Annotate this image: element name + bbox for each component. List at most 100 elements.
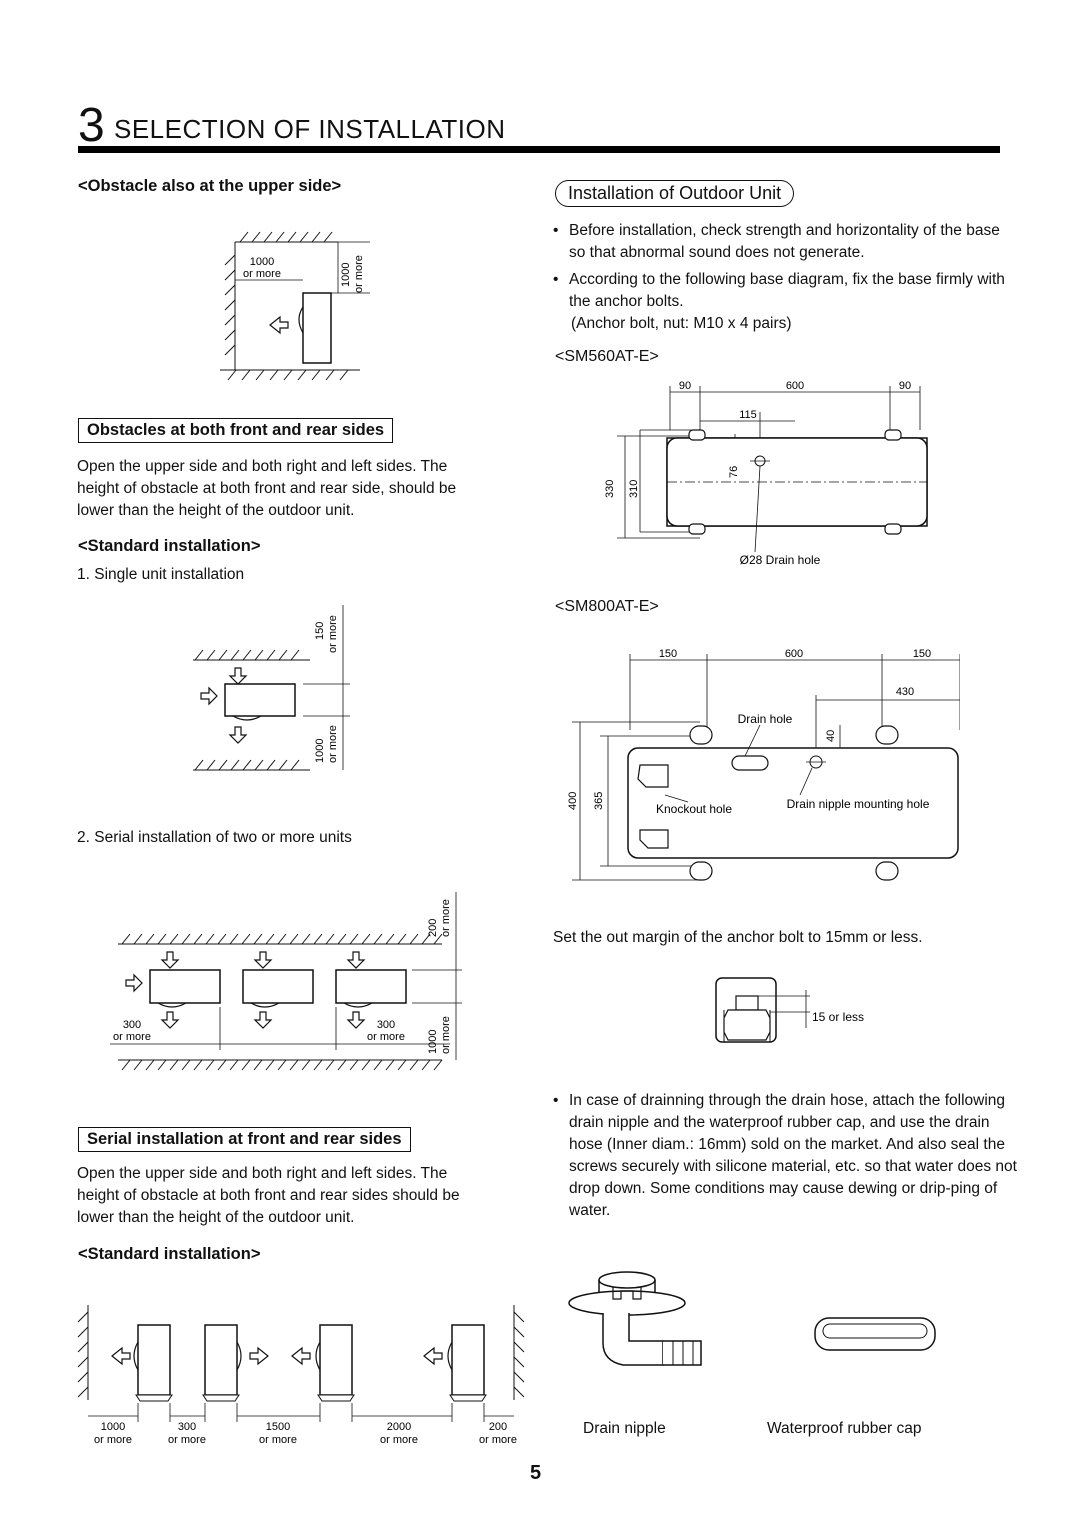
hatch-mark [157,933,167,945]
hatch-mark [397,933,407,945]
nipple-hole-label: Drain nipple mounting hole [787,797,930,811]
margin-text: Set the out margin of the anchor bolt to… [553,929,923,946]
dim-600-800: 600 [785,648,803,660]
dim-76: 76 [728,466,740,478]
hatch-mark [349,1059,359,1071]
hatch-mark [373,933,383,945]
section-title: SELECTION OF INSTALLATION [114,114,506,144]
dim-300-left-sub: or more [113,1031,151,1043]
hatch-mark [301,933,311,945]
hatch-mark [421,1059,431,1071]
hatch-mark [397,1059,407,1071]
hatch-mark [289,1059,299,1071]
bullet-anchor: •According to the following base diagram… [553,271,1005,310]
figure-sm560-base: 90 600 90 115 76 330 310 Ø28 Drain hole [604,380,928,567]
hatch-mark [409,1059,419,1071]
dim-90-right: 90 [899,380,911,392]
hatch-mark [361,1059,371,1071]
hatch-mark [349,933,359,945]
hatch-mark [181,933,191,945]
heading-standard-1: <Standard installation> [78,537,261,555]
hatch-mark [385,933,395,945]
caption-drain-nipple: Drain nipple [583,1420,666,1437]
hatch-mark [169,1059,179,1071]
hatch-mark [361,933,371,945]
margin-label: 15 or less [812,1010,864,1024]
hatch-mark [421,933,431,945]
hatch-mark [265,933,275,945]
dim-90-left: 90 [679,380,691,392]
hatch-mark [121,933,131,945]
hatch-mark [325,933,335,945]
hatch-mark [217,1059,227,1071]
figure-serial-front-rear: 1000 or more 300 or more 1500 or more 20… [77,1305,525,1446]
hatch-mark [409,933,419,945]
figure-serial-units: 300 or more 300 or more 200 or more 1000… [110,892,462,1071]
hatch-mark [289,933,299,945]
dim-top-sub: or more [353,255,365,293]
hatch-mark [337,933,347,945]
bullet-dot: • [553,1092,559,1109]
dim-1000: 1000 [314,739,326,763]
dim-1000-serial: 1000 [427,1030,439,1054]
hatch-mark [325,1059,335,1071]
hatch-mark [121,1059,131,1071]
dim-top: 1000 [340,263,352,287]
heading-front-rear: Obstacles at both front and rear sides [78,418,394,443]
hatch-mark [169,933,179,945]
hatch-mark [229,1059,239,1071]
hatch-mark [313,1059,323,1071]
page-number: 5 [530,1462,542,1484]
figure-drain-nipple [568,1271,702,1366]
knockout-hole-label: Knockout hole [656,802,732,816]
dim-side: 1000 [250,256,274,268]
hatch-mark [205,1059,215,1071]
dim-2000-sfr-sub: or more [380,1434,418,1446]
bullet-drain: •In case of drainning through the drain … [553,1092,1017,1219]
dim-310: 310 [628,480,640,498]
hatch-mark [133,1059,143,1071]
hatch-mark [313,933,323,945]
heading-serial-front-rear: Serial installation at front and rear si… [78,1127,411,1152]
dim-2000-sfr: 2000 [387,1421,411,1433]
anchor-note: (Anchor bolt, nut: M10 x 4 pairs) [571,315,792,332]
bullet-dot: • [553,271,559,288]
bullet-strength: •Before installation, check strength and… [553,222,1000,261]
hatch-mark [145,1059,155,1071]
section-number: 3 [78,99,105,152]
dim-400: 400 [567,792,579,810]
hatch-mark [133,933,143,945]
dim-1000-sfr-sub: or more [94,1434,132,1446]
figure-single-unit: 150 or more 1000 or more [193,605,350,771]
dim-300-left: 300 [123,1019,141,1031]
hatch-mark [253,1059,263,1071]
dim-200-sfr: 200 [489,1421,507,1433]
dim-430: 430 [896,686,914,698]
hatch-mark [373,1059,383,1071]
dim-150-left: 150 [659,648,677,660]
figure-obstacle-upper: 1000 or more 1000 or more [220,231,370,381]
dim-330: 330 [604,480,616,498]
dim-365: 365 [593,792,605,810]
drain-hole-label-800: Drain hole [738,712,793,726]
hatch-mark [433,933,443,945]
hatch-mark [157,1059,167,1071]
dim-115: 115 [739,409,757,421]
dim-200: 200 [427,919,439,937]
item-single-unit: 1. Single unit installation [77,566,245,583]
hatch-mark [385,1059,395,1071]
hatch-mark [241,1059,251,1071]
hatch-mark [433,1059,443,1071]
hatch-mark [265,1059,275,1071]
figure-anchor-margin: 15 or less [715,977,864,1043]
model-sm800: <SM800AT-E> [555,598,659,615]
hatch-mark [205,933,215,945]
dim-1000-sub: or more [327,725,339,763]
hatch-mark [229,933,239,945]
dim-150-sub: or more [327,615,339,653]
hatch-mark [277,933,287,945]
hatch-mark [277,1059,287,1071]
dim-150-right: 150 [913,648,931,660]
hatch-mark [145,933,155,945]
drain-hole-label-560: Ø28 Drain hole [740,553,821,567]
